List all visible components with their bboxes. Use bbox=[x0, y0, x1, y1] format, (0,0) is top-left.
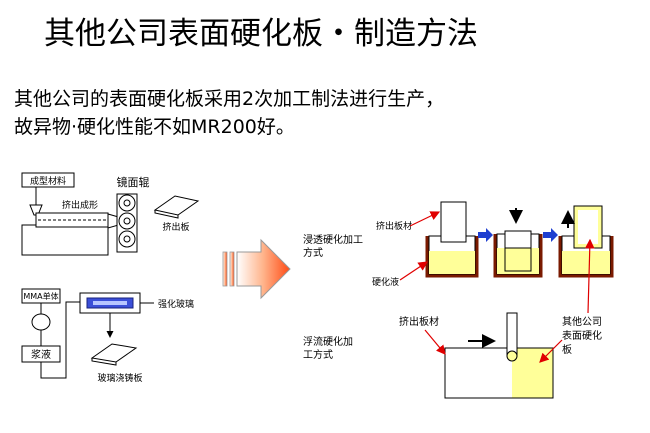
mma-monomer-label: MMA单体 bbox=[23, 291, 58, 301]
extruder-barrel bbox=[35, 212, 109, 228]
step-arrow-1 bbox=[478, 228, 493, 242]
hardening-liquid-label: 硬化液 bbox=[372, 276, 399, 288]
other-company-pointer-dip bbox=[584, 238, 595, 314]
cast-sheet-icon bbox=[90, 343, 138, 363]
extruded-sheet-edge bbox=[154, 210, 179, 219]
cast-process: MMA单体 浆液 强化玻璃 玻璃浇铸板 bbox=[21, 288, 194, 384]
flow-nozzle bbox=[506, 312, 518, 357]
flow-nozzle-tip bbox=[506, 350, 518, 362]
reactor-vessel-icon bbox=[31, 313, 51, 331]
other-company-label-line1: 其他公司 bbox=[562, 315, 602, 328]
slurry-label: 浆液 bbox=[31, 348, 51, 361]
tempered-glass-label: 强化玻璃 bbox=[158, 298, 194, 310]
tank-1-liquid bbox=[429, 251, 475, 274]
other-company-label-line3: 板 bbox=[562, 343, 572, 356]
tank-1-wall bbox=[425, 236, 479, 278]
extrusion-process: 成型材料 挤出成形 镜面辊 挤出板 bbox=[21, 172, 200, 256]
arrow-body bbox=[236, 238, 291, 300]
arrow-stripe-2 bbox=[229, 251, 235, 287]
extruded-sheet-dip-label: 挤出板材 bbox=[376, 220, 412, 232]
dip-method-label-line2: 方式 bbox=[303, 246, 323, 259]
extruded-sheet-icon bbox=[153, 195, 200, 216]
mirror-roll-1-core bbox=[123, 199, 131, 207]
dip-hardening-method: 浸透硬化加工 方式 挤出板材 硬化液 bbox=[303, 201, 614, 288]
subtitle-line-1: 其他公司的表面硬化板采用2次加工制法进行生产， bbox=[14, 88, 445, 110]
liquid-pointer bbox=[399, 261, 428, 281]
extruded-sheet-flow-label: 挤出板材 bbox=[399, 315, 439, 328]
tank-2-sheet-wet bbox=[504, 247, 532, 272]
other-company-pointer-flow bbox=[539, 339, 563, 363]
glass-mold-core bbox=[93, 301, 127, 305]
other-company-label-line2: 表面硬化 bbox=[562, 329, 602, 342]
flow-sheet-pointer bbox=[424, 329, 446, 355]
glass-cast-sheet-label: 玻璃浇铸板 bbox=[97, 372, 142, 384]
dip-method-label-line1: 浸透硬化加工 bbox=[303, 233, 363, 246]
tank-3-sheet-core bbox=[578, 210, 598, 244]
flow-sheet-border bbox=[444, 347, 554, 399]
extruded-sheet-left-label: 挤出板 bbox=[162, 221, 189, 233]
tank-3-wall bbox=[558, 236, 614, 278]
cast-sheet-edge bbox=[91, 358, 117, 366]
big-process-arrow bbox=[222, 238, 291, 300]
flow-hardening-method: 浮流硬化加 工方式 挤出板材 其他公司 表面硬化 板 bbox=[303, 238, 602, 399]
extrusion-forming-label: 挤出成形 bbox=[62, 199, 98, 211]
sheet-dip-pointer bbox=[409, 211, 441, 227]
forming-material-box bbox=[21, 172, 75, 188]
tank-1-sheet bbox=[440, 201, 467, 243]
arrow-stripe-1 bbox=[222, 251, 228, 287]
forming-material-label: 成型材料 bbox=[30, 175, 66, 187]
tank-3-liquid bbox=[562, 251, 610, 274]
flow-method-label-line1: 浮流硬化加 bbox=[303, 335, 353, 348]
slurry-feed-line bbox=[40, 301, 80, 379]
tank-2-wall bbox=[493, 234, 543, 278]
flow-method-label-line2: 工方式 bbox=[303, 348, 333, 361]
extruder-base bbox=[21, 224, 109, 256]
subtitle-line-2: 故异物·硬化性能不如MR200好。 bbox=[14, 116, 295, 138]
mirror-roll-3-core bbox=[123, 235, 131, 243]
page-title: 其他公司表面硬化板・制造方法 bbox=[44, 16, 478, 52]
step-arrow-2 bbox=[543, 228, 558, 242]
mirror-roll-2-core bbox=[123, 217, 131, 225]
mirror-roll-label: 镜面辊 bbox=[117, 175, 150, 189]
